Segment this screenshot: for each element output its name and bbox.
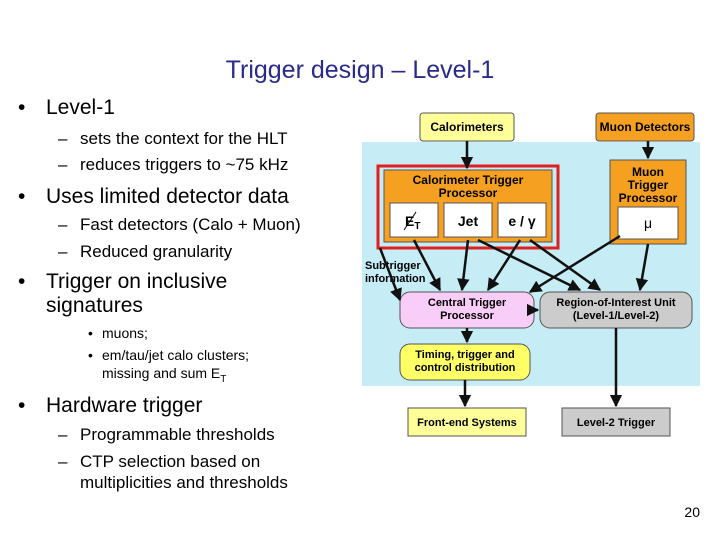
- page-number: 20: [684, 504, 700, 520]
- level2-box: [561, 407, 671, 437]
- ctp-label-1: Central Trigger: [428, 297, 507, 309]
- timing-label-2: control distribution: [415, 362, 516, 374]
- jet-box: [443, 202, 493, 238]
- arrow-subtrigger: [378, 247, 402, 302]
- subtrigger-label-1: Subtrigger: [365, 260, 421, 272]
- timing-label-1: Timing, trigger and: [415, 349, 514, 361]
- et-box: [389, 202, 439, 238]
- muon-detectors-label: Muon Detectors: [600, 120, 691, 134]
- mu-label: μ: [644, 215, 652, 231]
- sub-bullet-calo-clusters: •em/tau/jet calo clusters; missing and s…: [88, 347, 250, 385]
- arrow-mu-to-ctp: [528, 234, 621, 294]
- muon-processor-label-3: Processor: [619, 191, 678, 205]
- frontend-label: Front-end Systems: [417, 417, 517, 429]
- jet-label: Jet: [458, 213, 479, 229]
- arrow-jet-to-ctp: [457, 239, 470, 292]
- sub-bullet-programmable: –Programmable thresholds: [58, 425, 275, 444]
- diagram-arrows: [378, 141, 655, 408]
- arrow-mu-to-roi: [635, 243, 650, 292]
- calo-processor-label-2: Processor: [439, 186, 498, 200]
- arrow-et-to-ctp: [412, 239, 442, 292]
- slide-title: Trigger design – Level-1: [225, 56, 495, 84]
- bullet-uses-limited: •Uses limited detector data: [18, 185, 289, 208]
- roi-label-2: (Level-1/Level-2): [573, 310, 660, 322]
- sub-bullet-ctp-selection: –CTP selection based on multiplicities a…: [58, 452, 288, 492]
- arrow-jet-to-roi: [477, 238, 582, 292]
- sub-bullet-fast-detectors: –Fast detectors (Calo + Muon): [58, 215, 301, 234]
- sub-bullet-muons: •muons;: [88, 325, 148, 341]
- et-slash: [403, 211, 417, 231]
- bullet-level1: •Level-1: [18, 96, 115, 119]
- egamma-box: [497, 202, 547, 238]
- muon-detectors-box: [595, 112, 695, 142]
- calo-processor-label-1: Calorimeter Trigger: [413, 173, 524, 187]
- arrow-egamma-to-ctp: [486, 239, 522, 292]
- mu-box: [617, 206, 679, 240]
- bullet-trigger-inclusive: •Trigger on inclusive signatures: [18, 270, 228, 317]
- muon-processor-label-2: Trigger: [628, 178, 669, 192]
- sub-bullet-reduced-granularity: –Reduced granularity: [58, 242, 233, 261]
- arrow-egamma-to-roi: [529, 238, 602, 292]
- level2-label: Level-2 Trigger: [577, 417, 656, 429]
- sub-bullet-sets-context: –sets the context for the HLT: [58, 129, 288, 148]
- ctp-label-2: Processor: [440, 310, 495, 322]
- roi-label-1: Region-of-Interest Unit: [556, 297, 675, 309]
- egamma-label: e / γ: [508, 213, 535, 229]
- calorimeters-label: Calorimeters: [430, 120, 504, 134]
- sub-bullet-reduces: –reduces triggers to ~75 kHz: [58, 155, 289, 174]
- subtrigger-label-2: information: [365, 273, 426, 285]
- muon-processor-label-1: Muon: [632, 165, 664, 179]
- bullet-hardware: •Hardware trigger: [18, 394, 203, 417]
- frontend-box: [407, 407, 527, 437]
